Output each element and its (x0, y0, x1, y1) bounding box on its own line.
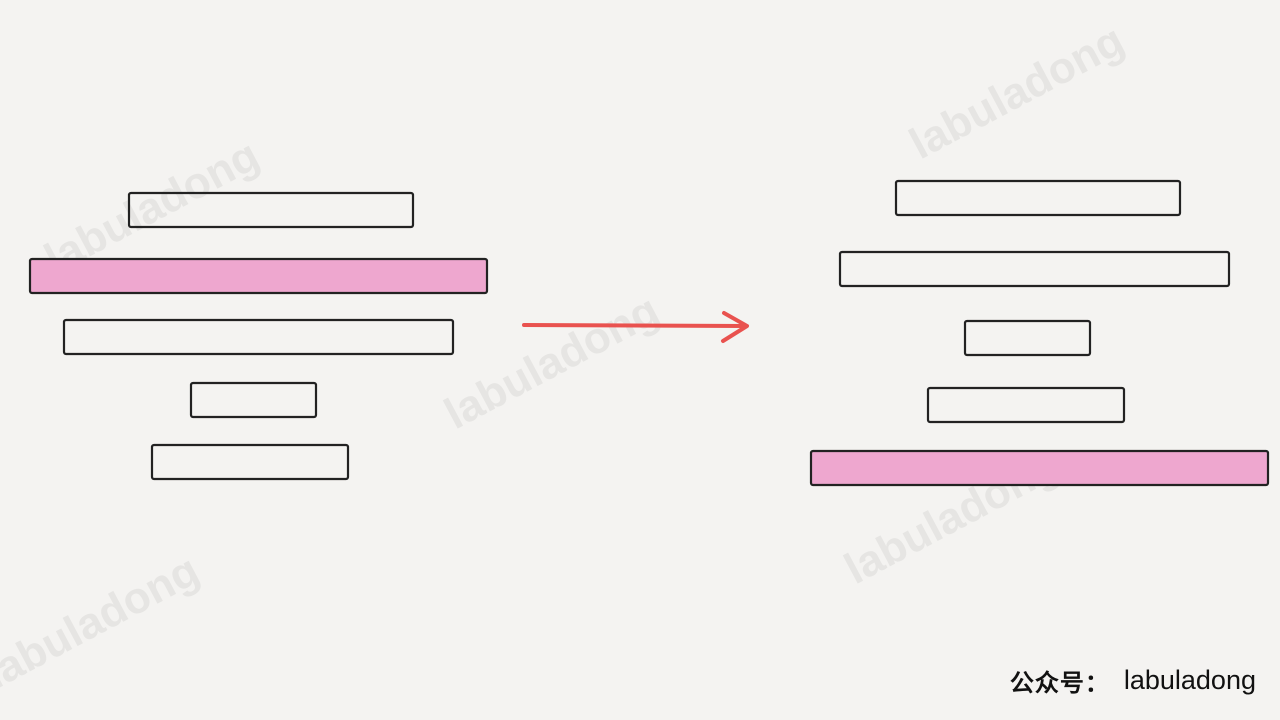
pancake-before-2-highlighted (28, 257, 489, 295)
footer-name: labuladong (1123, 665, 1256, 695)
arrow-head (721, 311, 749, 343)
stack-after (809, 179, 1270, 487)
pancake-after-1 (894, 179, 1182, 217)
watermark-text: labuladong (902, 15, 1132, 168)
stack-before (28, 191, 489, 481)
pancake-before-1 (127, 191, 415, 229)
footer-label: 公众号： (1009, 668, 1110, 697)
pancake-after-3 (963, 319, 1092, 357)
pancake-after-4 (926, 386, 1126, 424)
pancake-before-3 (62, 318, 455, 356)
pancake-before-4 (189, 381, 318, 419)
pancake-after-5-highlighted (809, 449, 1270, 487)
pancake-after-2 (838, 250, 1231, 288)
transition-arrow (522, 311, 749, 343)
watermark-layer: labuladong labuladong labuladong labulad… (0, 15, 1132, 698)
watermark-text: labuladong (437, 285, 667, 438)
arrow-shaft (522, 323, 746, 328)
pancake-before-5 (150, 443, 350, 481)
footer-credit: 公众号： labuladong (1010, 663, 1256, 698)
watermark-text: labuladong (0, 545, 207, 698)
